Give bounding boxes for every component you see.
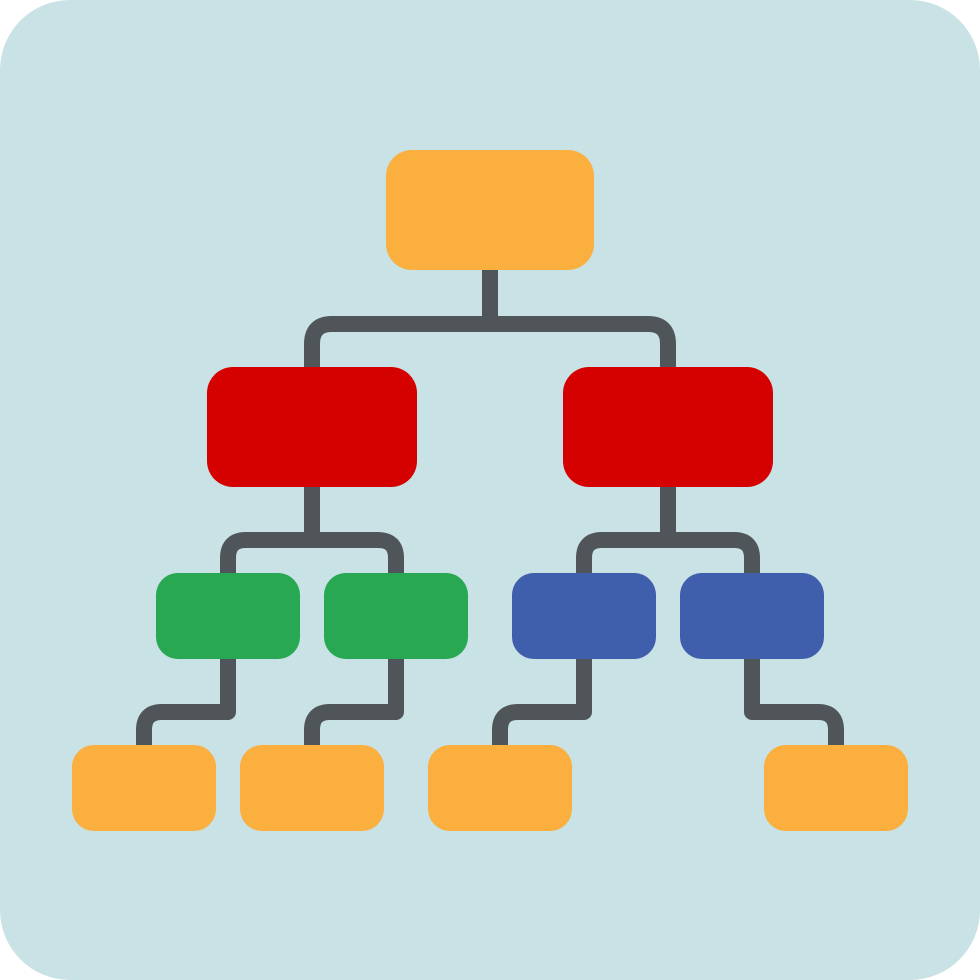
leaf-node-2 xyxy=(240,745,384,831)
connector-lines xyxy=(136,268,844,746)
leaf-node-1 xyxy=(72,745,216,831)
root-node xyxy=(386,150,594,270)
leaf-node-3 xyxy=(428,745,572,831)
level2-node-right xyxy=(563,367,773,487)
leaf-node-4 xyxy=(764,745,908,831)
connector-leaf-3 xyxy=(492,658,592,746)
chart-nodes xyxy=(72,150,908,831)
level3-node-2 xyxy=(324,573,468,659)
level3-node-4 xyxy=(680,573,824,659)
connector-root-branch xyxy=(304,316,676,368)
connector-right-branch xyxy=(576,532,760,574)
connector-leaf-1 xyxy=(136,658,236,746)
connector-leaf-2 xyxy=(304,658,404,746)
level3-node-1 xyxy=(156,573,300,659)
connector-leaf-4 xyxy=(744,658,844,746)
connector-left-branch xyxy=(220,532,404,574)
level2-node-left xyxy=(207,367,417,487)
level3-node-3 xyxy=(512,573,656,659)
